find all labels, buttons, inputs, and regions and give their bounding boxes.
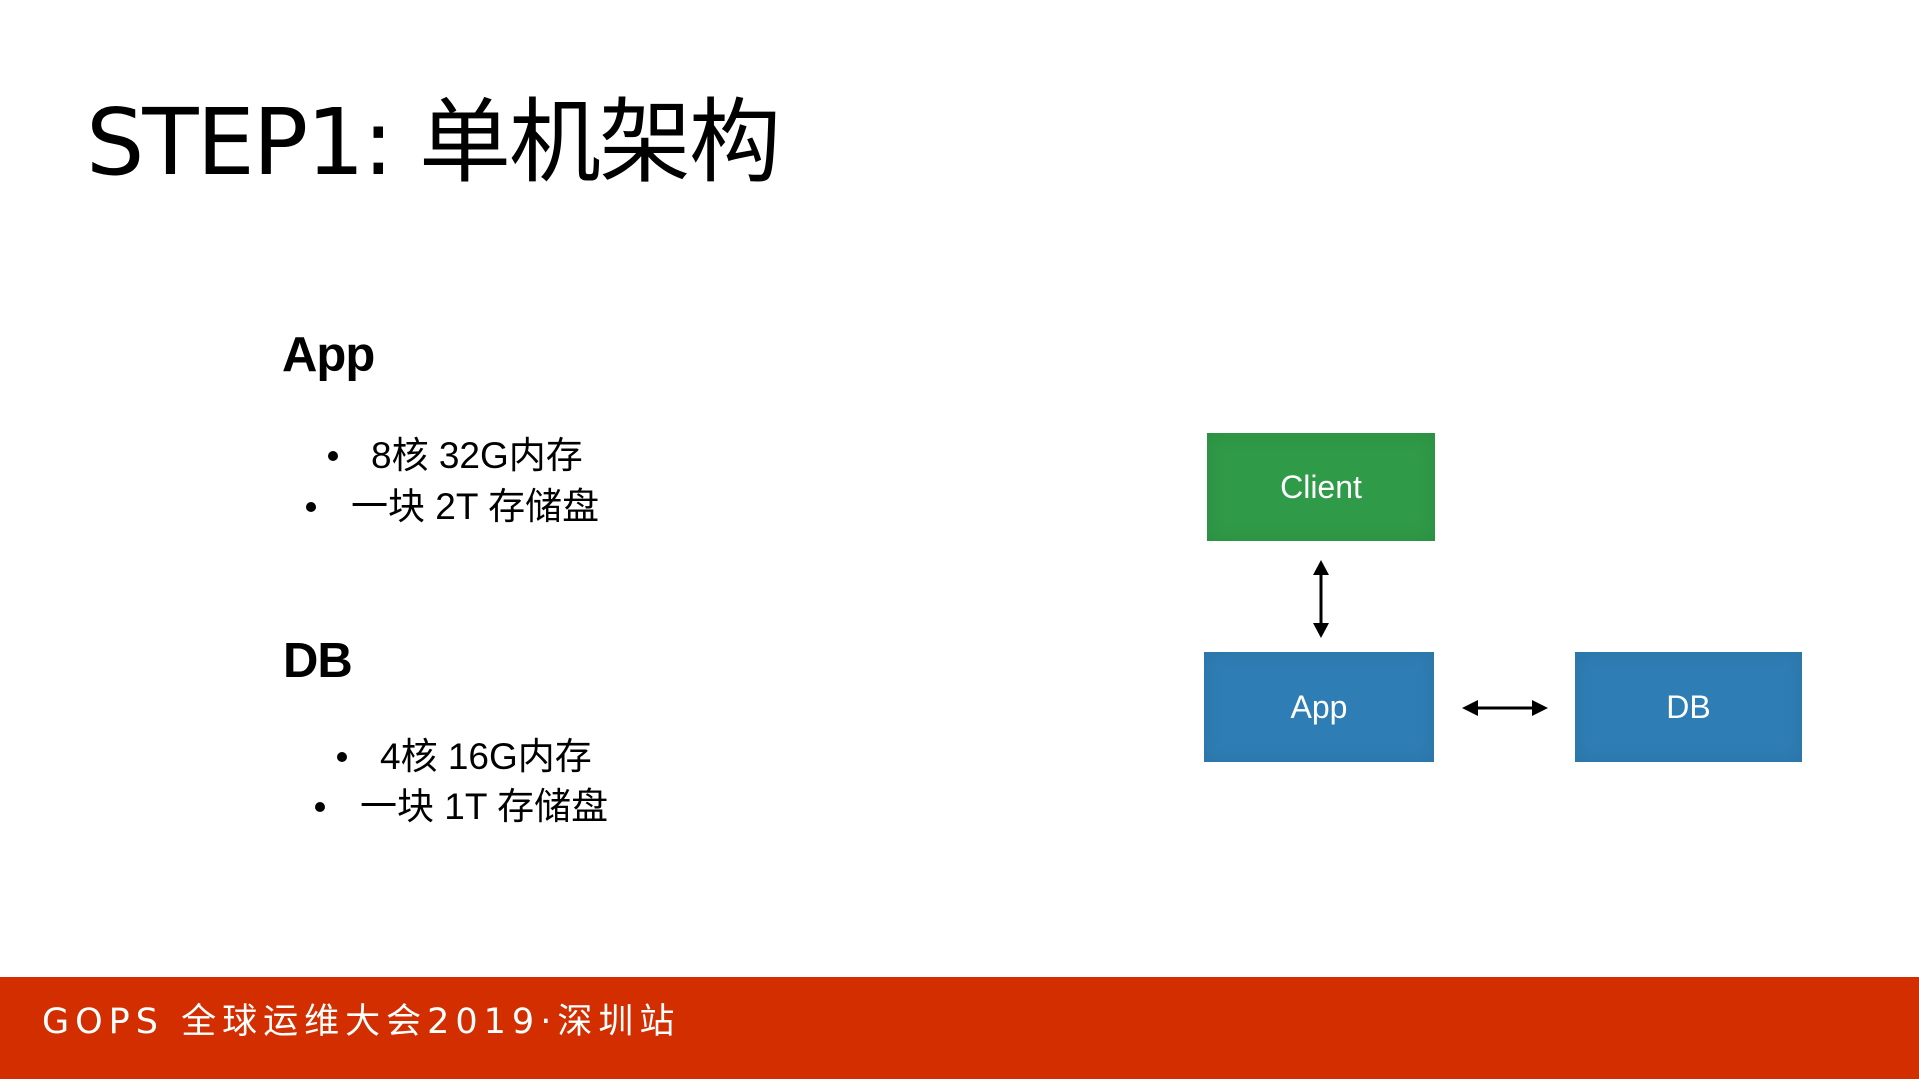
bullet-text: 4核 16G内存 (380, 736, 592, 777)
bullet-text: 8核 32G内存 (371, 435, 583, 476)
bullet-text: 一块 2T 存储盘 (351, 486, 600, 527)
horizontal-double-arrow-icon (1462, 700, 1548, 716)
db-spec-heading: DB (283, 634, 353, 688)
bullet-icon (328, 451, 338, 461)
bullet-icon (306, 502, 316, 512)
db-node: DB (1575, 652, 1802, 762)
app-node: App (1204, 652, 1434, 762)
db-node-label: DB (1666, 688, 1711, 725)
slide-title: STEP1: 单机架构 (86, 89, 781, 196)
db-spec-bullet: 一块 1T 存储盘 (315, 785, 608, 829)
bullet-icon (337, 752, 347, 762)
footer-event-name: GOPS 全球运维大会2019·深圳站 (42, 1002, 681, 1042)
app-spec-bullet: 8核 32G内存 (328, 434, 583, 478)
footer-bar (0, 977, 1919, 1079)
client-node: Client (1207, 433, 1435, 541)
bullet-text: 一块 1T 存储盘 (360, 786, 609, 827)
client-node-label: Client (1280, 468, 1362, 505)
vertical-double-arrow-icon (1313, 560, 1329, 638)
app-spec-heading: App (282, 328, 375, 382)
app-spec-bullet: 一块 2T 存储盘 (306, 485, 599, 529)
app-node-label: App (1290, 688, 1348, 725)
bullet-icon (315, 802, 325, 812)
db-spec-bullet: 4核 16G内存 (337, 735, 592, 779)
